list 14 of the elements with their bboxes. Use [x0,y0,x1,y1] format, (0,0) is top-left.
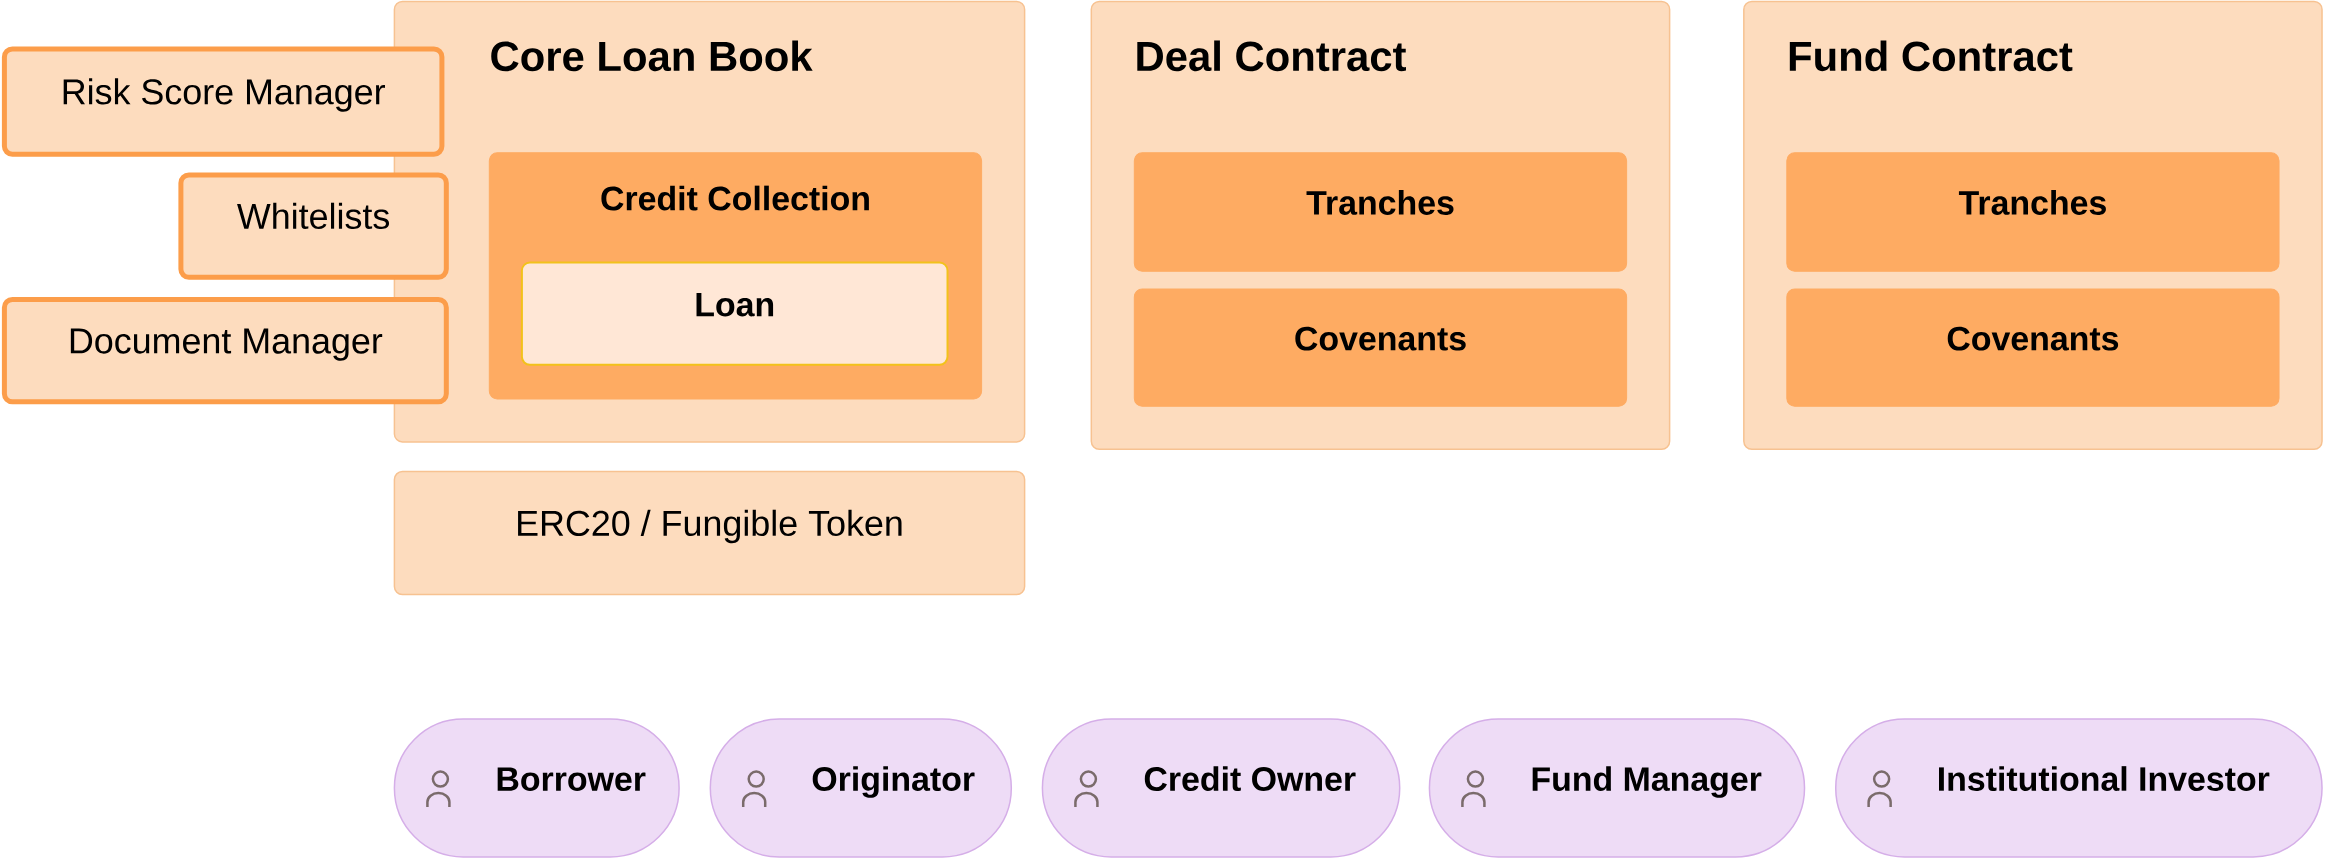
loan-box: Loan [520,261,949,366]
role-pill: Fund Manager [1428,718,1806,858]
component-box: Covenants [1133,288,1628,407]
role-pill: Borrower [393,718,680,858]
module-box: Whitelists [178,172,449,280]
role-pill: Institutional Investor [1835,718,2323,858]
component-box: Covenants [1786,288,2280,407]
token-box: ERC20 / Fungible Token [393,470,1026,596]
role-pill: Credit Owner [1041,718,1401,858]
module-box: Document Manager [1,297,449,405]
component-box: Tranches [1786,152,2280,272]
module-box: Risk Score Manager [1,46,445,157]
role-pill: Originator [709,718,1013,858]
component-box: Tranches [1133,152,1628,272]
